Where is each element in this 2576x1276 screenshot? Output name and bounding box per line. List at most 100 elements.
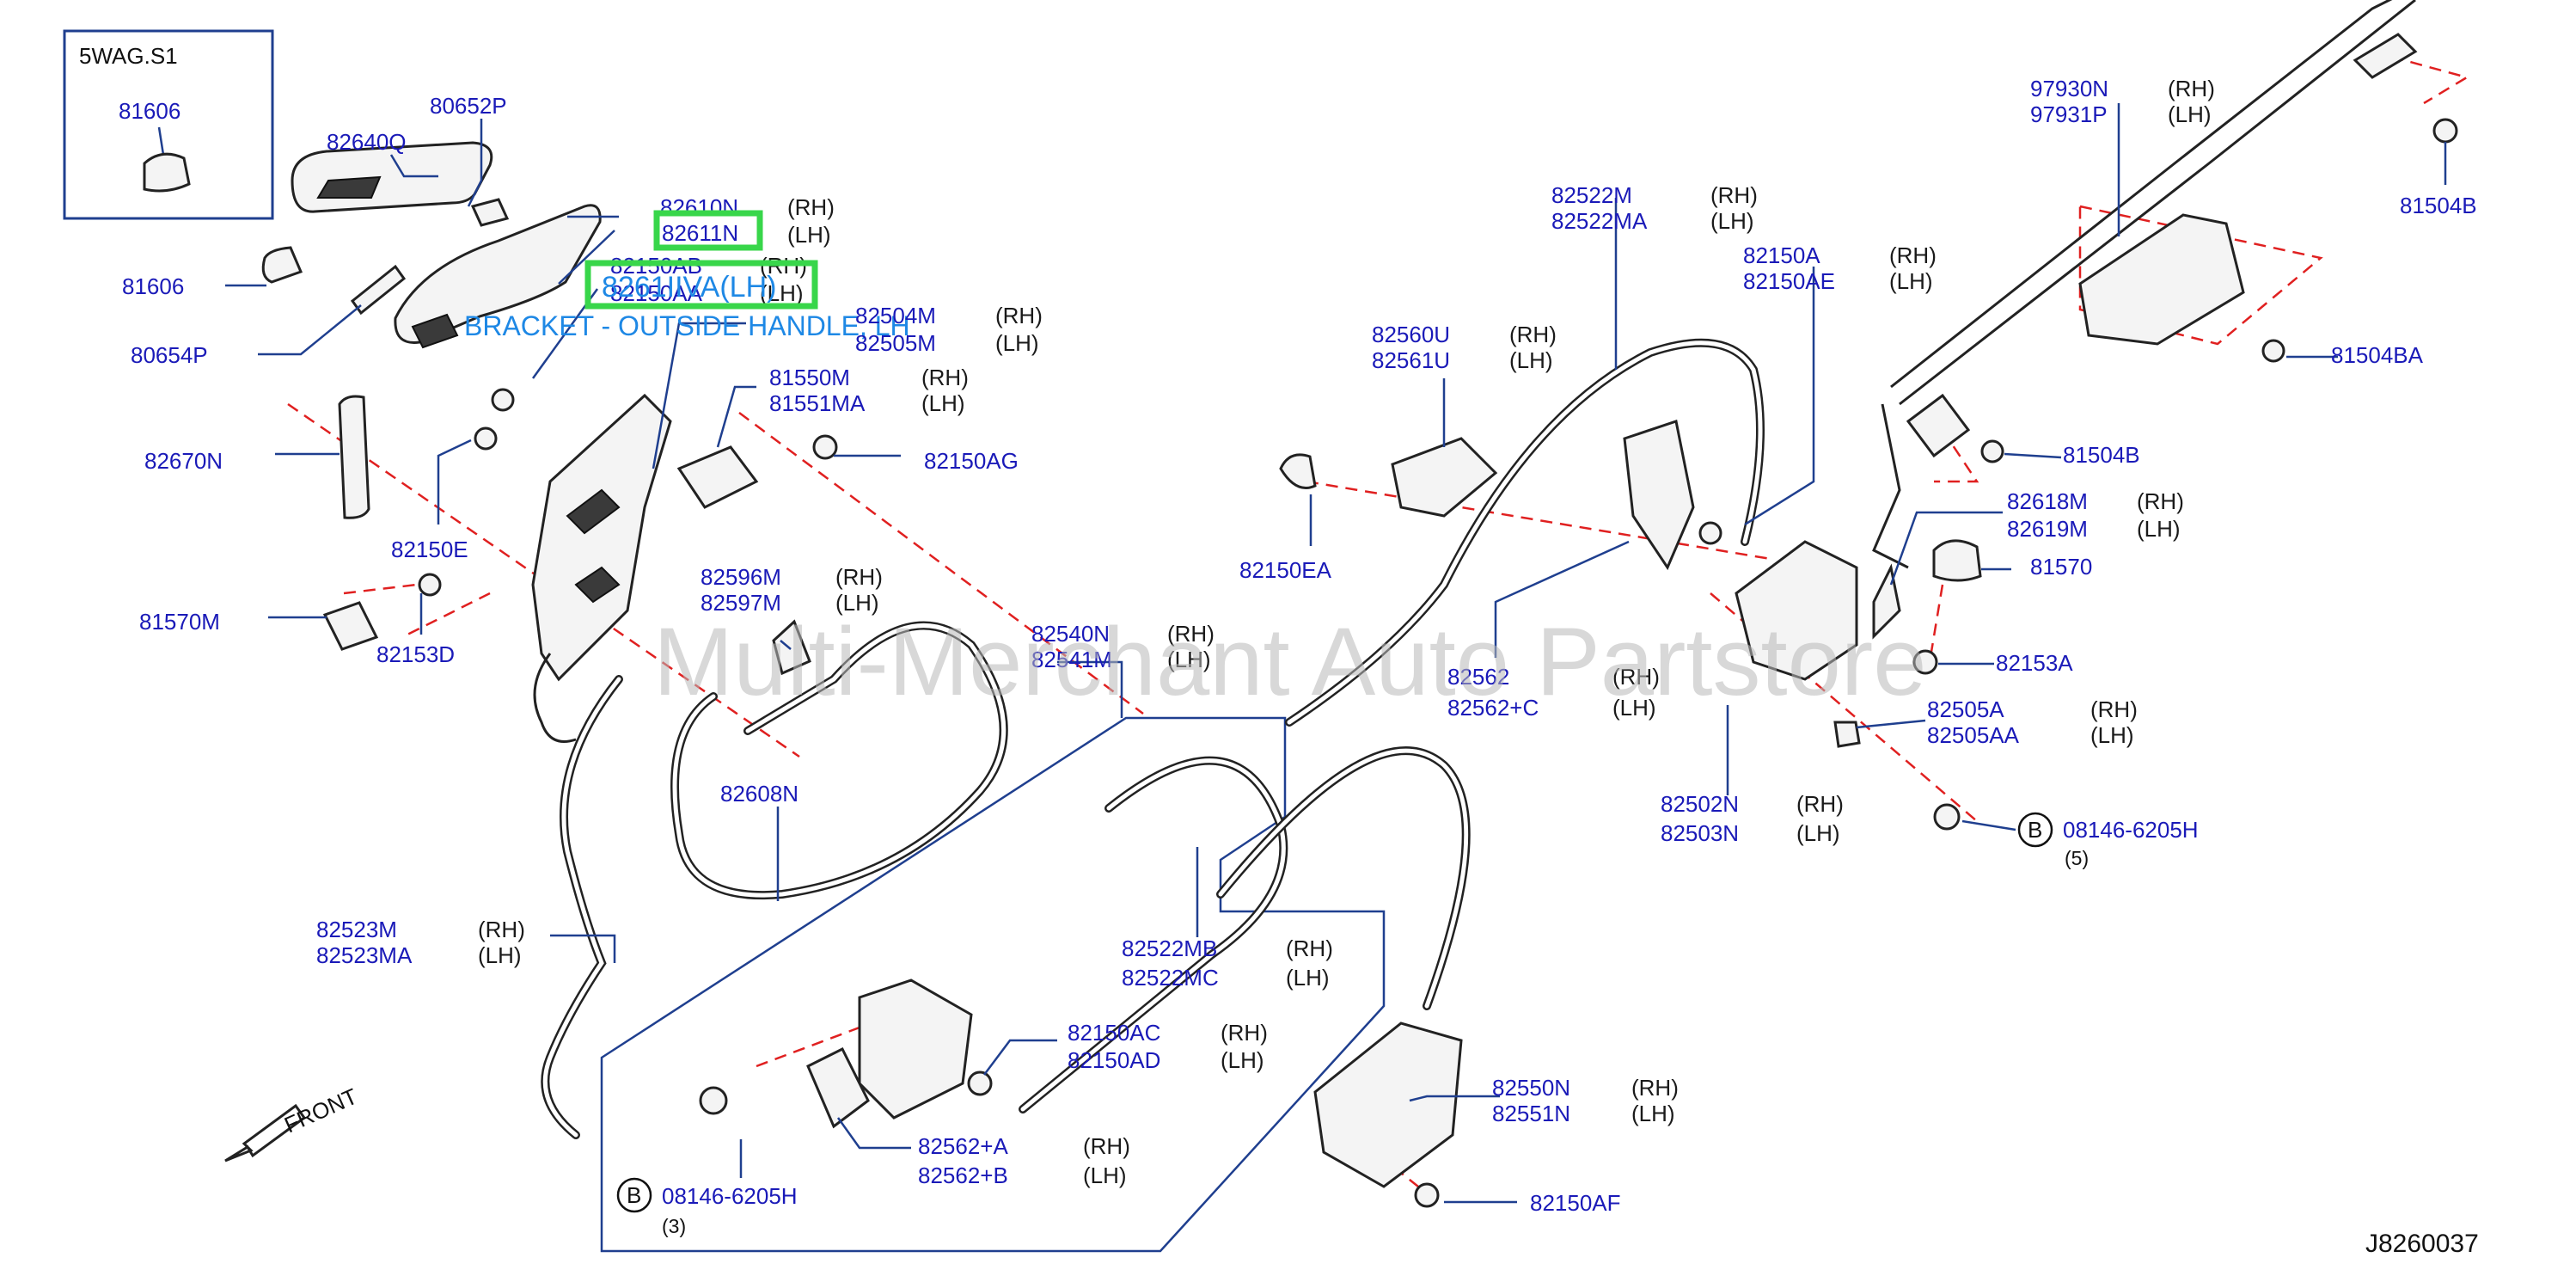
label-80654P[interactable]: 80654P [131, 342, 208, 368]
label-82540N[interactable]: 82540N [1031, 621, 1110, 647]
label-82608N[interactable]: 82608N [720, 781, 798, 807]
label-82150AF[interactable]: 82150AF [1530, 1190, 1621, 1216]
label-82523M[interactable]: 82523M [316, 917, 397, 942]
striker-81570-part[interactable] [1932, 539, 1982, 582]
clip-81570M-part[interactable] [322, 601, 379, 651]
bracket-82562A-part[interactable] [806, 1046, 870, 1129]
side-82150AD: (LH) [1221, 1047, 1264, 1073]
connector-part[interactable] [1906, 393, 1971, 458]
bolt-81504BA-part[interactable] [2261, 339, 2285, 363]
label-82150AG[interactable]: 82150AG [924, 448, 1019, 474]
label-82505AA[interactable]: 82505AA [1927, 722, 2020, 748]
inset-grommet-part[interactable] [143, 152, 191, 193]
label-97931P[interactable]: 97931P [2030, 101, 2108, 127]
latch-82504M-part[interactable] [531, 393, 672, 682]
bolt-82150AF-part[interactable] [1414, 1182, 1440, 1208]
bracket-outside-handle-part[interactable] [394, 204, 602, 344]
label-82150AA[interactable]: 82150AA [610, 280, 703, 306]
label-82618M[interactable]: 82618M [2007, 488, 2088, 514]
label-82522MB[interactable]: 82522MB [1122, 936, 1217, 961]
label-82150E[interactable]: 82150E [391, 537, 468, 562]
handle-cap-82670N-part[interactable] [338, 395, 370, 519]
label-82505M[interactable]: 82505M [855, 330, 936, 356]
bolt-82150AC-part[interactable] [967, 1070, 993, 1096]
bolt-82150A-part[interactable] [1698, 521, 1722, 545]
latch-82502N-part[interactable] [1735, 540, 1858, 681]
actuator-81550M-part[interactable] [676, 445, 759, 509]
label-81551MA[interactable]: 81551MA [769, 390, 866, 416]
bolt-81504B-top-part[interactable] [2432, 118, 2458, 144]
bolt-08146-left-part[interactable] [699, 1086, 728, 1115]
label-82541M[interactable]: 82541M [1031, 647, 1112, 672]
label-08146-left[interactable]: 08146-6205H [662, 1183, 798, 1209]
clip-82150EA-part[interactable] [1279, 453, 1317, 489]
label-81504B-mid[interactable]: 81504B [2063, 442, 2140, 468]
bracket-82150A-part[interactable] [1623, 420, 1695, 571]
side-82505M: (LH) [995, 330, 1039, 356]
label-81504BA[interactable]: 81504BA [2331, 342, 2424, 368]
clip-82150E-part[interactable] [474, 426, 498, 451]
label-82596M[interactable]: 82596M [701, 564, 781, 590]
label-82503N[interactable]: 82503N [1661, 820, 1739, 846]
bolt-82150AG-part[interactable] [812, 434, 838, 460]
highlight-part-lh[interactable]: 8261IIVA(LH) [602, 271, 776, 304]
label-82505A[interactable]: 82505A [1927, 696, 2004, 722]
label-82551N[interactable]: 82551N [1492, 1101, 1570, 1126]
label-82619M[interactable]: 82619M [2007, 516, 2088, 542]
label-97930N[interactable]: 97930N [2030, 76, 2108, 101]
bolt-82150AB-part[interactable] [491, 388, 515, 412]
label-82550N[interactable]: 82550N [1492, 1075, 1570, 1101]
gasket-80654P-part[interactable] [350, 264, 407, 316]
label-82150A[interactable]: 82150A [1743, 242, 1820, 268]
label-82670N[interactable]: 82670N [144, 448, 223, 474]
closure-motor-97930N-part[interactable] [2078, 213, 2245, 346]
label-82150AC[interactable]: 82150AC [1068, 1020, 1160, 1046]
label-82153A[interactable]: 82153A [1996, 650, 2073, 676]
label-81550M[interactable]: 81550M [769, 365, 850, 390]
rod-82150A [1872, 403, 1909, 569]
lock-82522MB-part[interactable] [858, 978, 973, 1120]
label-82611N[interactable]: 82611N [662, 220, 738, 246]
label-82523MA[interactable]: 82523MA [316, 942, 413, 968]
label-80652P[interactable]: 80652P [430, 93, 507, 119]
actuator-82560U-part[interactable] [1391, 437, 1498, 518]
label-82560U[interactable]: 82560U [1372, 322, 1450, 347]
label-81570[interactable]: 81570 [2030, 554, 2092, 580]
label-81606[interactable]: 81606 [122, 273, 184, 299]
label-82522M[interactable]: 82522M [1551, 182, 1632, 208]
screw-82153A-part[interactable] [1912, 649, 1938, 675]
label-82150AD[interactable]: 82150AD [1068, 1047, 1160, 1073]
label-81504B-top[interactable]: 81504B [2400, 193, 2477, 218]
bracket-82596M-part[interactable] [772, 619, 811, 676]
label-82150EA[interactable]: 82150EA [1239, 557, 1332, 583]
side-81551MA: (LH) [921, 390, 965, 416]
label-82153D[interactable]: 82153D [376, 641, 455, 667]
label-82640Q[interactable]: 82640Q [327, 129, 407, 155]
bolt-81504B-mid-part[interactable] [1980, 439, 2004, 463]
label-82562A[interactable]: 82562+A [918, 1133, 1008, 1159]
escutcheon-81606-part[interactable] [261, 246, 303, 284]
label-82597M[interactable]: 82597M [701, 590, 781, 616]
latch-82550N-part[interactable] [1313, 1021, 1463, 1188]
handle-cover-80652P-part[interactable] [470, 198, 510, 227]
bracket-82618M-part[interactable] [1872, 563, 1901, 640]
bolt-82505A-part[interactable] [1833, 721, 1861, 748]
top-bracket-part[interactable] [2353, 33, 2418, 79]
side-82551N: (LH) [1631, 1101, 1675, 1126]
cable-97930N [1890, 0, 2393, 389]
label-82562C[interactable]: 82562+C [1447, 695, 1539, 721]
inset-title: 5WAG.S1 [79, 43, 178, 69]
label-82562[interactable]: 82562 [1447, 664, 1509, 690]
label-82522MA[interactable]: 82522MA [1551, 208, 1648, 234]
label-82150AE[interactable]: 82150AE [1743, 268, 1835, 294]
screw-82153D-part[interactable] [418, 573, 442, 597]
label-81570M[interactable]: 81570M [139, 609, 220, 635]
label-82502N[interactable]: 82502N [1661, 791, 1739, 817]
label-82504M[interactable]: 82504M [855, 303, 936, 328]
label-82561U[interactable]: 82561U [1372, 347, 1450, 373]
label-82522MC[interactable]: 82522MC [1122, 965, 1219, 991]
bolt-08146-right-part[interactable] [1933, 803, 1961, 831]
label-82562B[interactable]: 82562+B [918, 1163, 1008, 1188]
label-08146-right[interactable]: 08146-6205H [2063, 817, 2199, 843]
inset-part-label[interactable]: 81606 [119, 98, 181, 124]
